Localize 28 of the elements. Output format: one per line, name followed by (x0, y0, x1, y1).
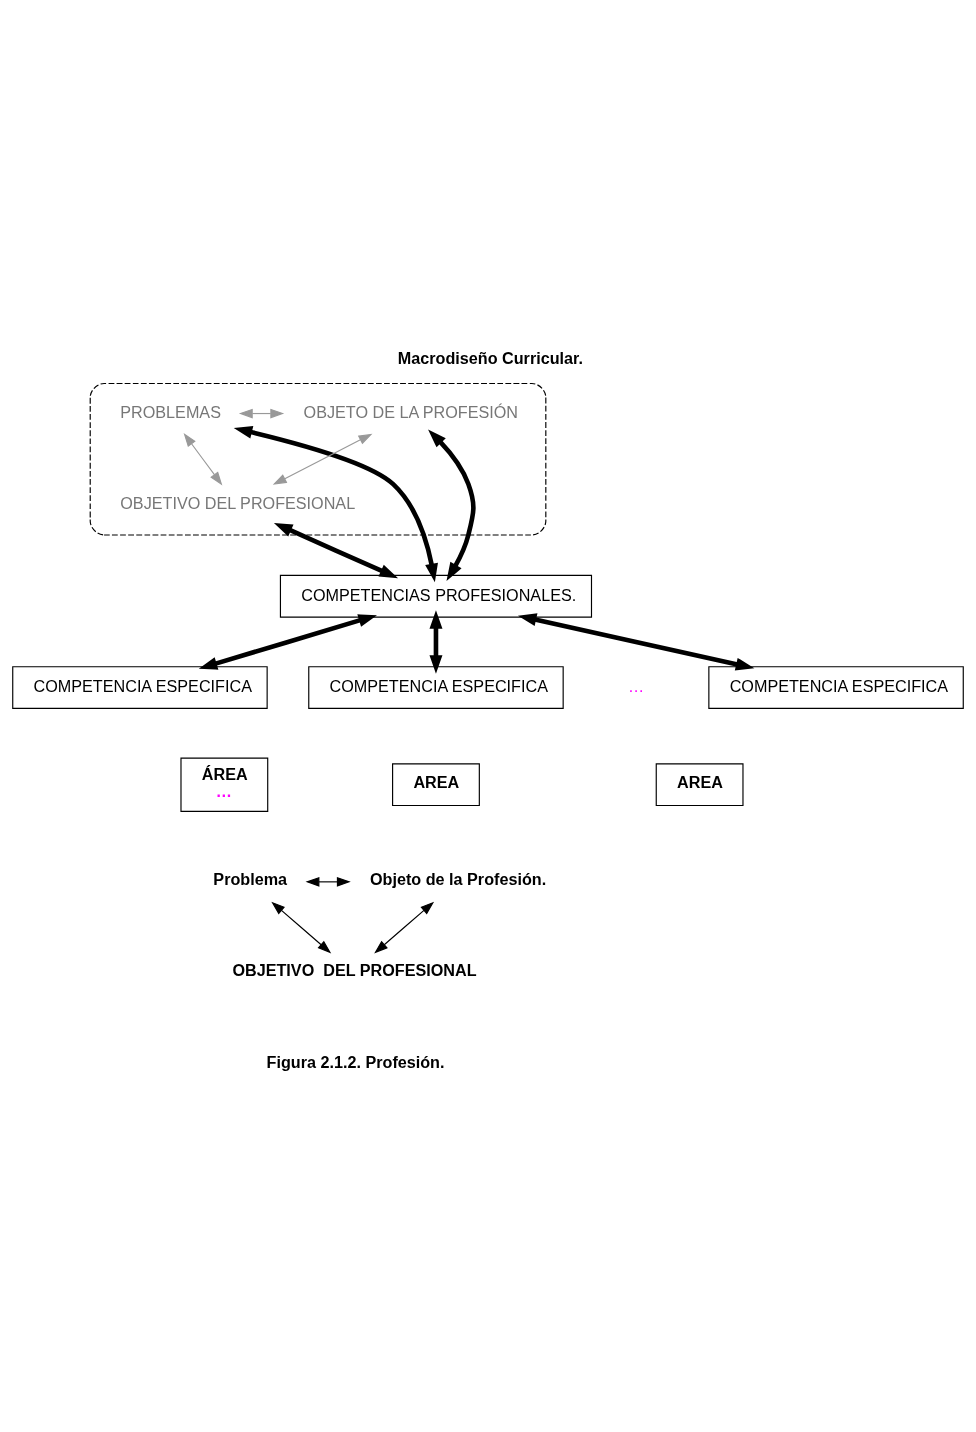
arrow (233, 425, 438, 582)
arrow (429, 609, 443, 674)
node-box: COMPETENCIAS PROFESIONALES. (279, 574, 593, 618)
arrow (305, 876, 351, 887)
arrow (428, 429, 476, 581)
arrow (183, 432, 223, 485)
node-text: OBJETIVO DEL PROFESIONAL (232, 960, 477, 979)
node-box: COMPETENCIA ESPECIFICA (308, 665, 564, 709)
arrow (238, 408, 285, 418)
node-text: OBJETIVO DEL PROFESIONAL (120, 493, 356, 512)
node-text: PROBLEMAS (120, 402, 221, 421)
node-box: AREA (392, 762, 480, 806)
node-box: ÁREA … (180, 757, 269, 812)
diagram-title: Macrodiseño Curricular. (397, 348, 583, 367)
arrow (273, 522, 399, 578)
node-box: COMPETENCIA ESPECIFICA (708, 665, 964, 709)
node-text: OBJETO DE LA PROFESIÓN (303, 402, 519, 421)
arrow (272, 433, 373, 485)
node-box: COMPETENCIA ESPECIFICA (12, 665, 268, 709)
arrow (517, 612, 755, 671)
arrow (198, 613, 377, 670)
arrow (271, 901, 332, 953)
node-box: AREA (655, 762, 744, 806)
node-text: Problema (213, 869, 288, 888)
arrow (374, 901, 435, 953)
label: … (627, 676, 645, 695)
caption: Figura 2.1.2. Profesión. (266, 1052, 445, 1071)
node-text: Objeto de la Profesión. (370, 869, 547, 888)
